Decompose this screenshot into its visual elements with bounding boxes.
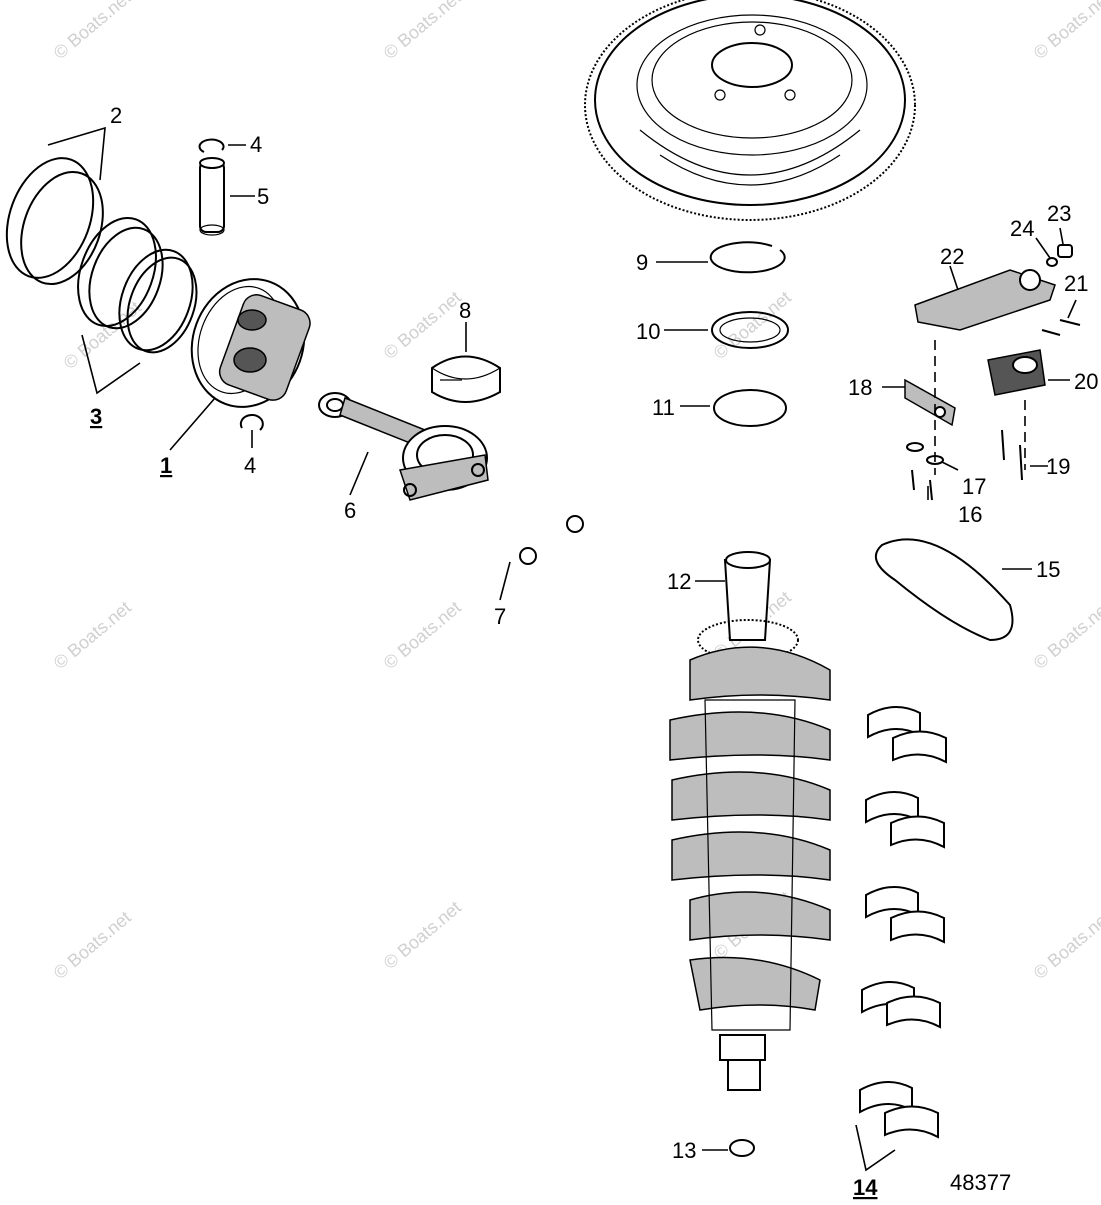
main-bearing-2[interactable]	[865, 791, 945, 849]
drive-belt[interactable]	[874, 538, 1014, 642]
callout-18: 18	[848, 375, 872, 400]
callout-5: 5	[257, 184, 269, 209]
callout-21: 21	[1064, 271, 1088, 296]
fitting-23[interactable]	[1057, 244, 1073, 258]
callout-6: 6	[344, 498, 356, 523]
rear-main-seal[interactable]	[711, 311, 789, 349]
leader-lines	[47, 126, 1077, 1172]
watermark: © Boats.net	[1030, 597, 1101, 673]
callout-17: 17	[962, 474, 986, 499]
callout-15: 15	[1036, 557, 1060, 582]
bolt-21[interactable]	[1041, 319, 1081, 336]
connecting-rod[interactable]	[318, 392, 489, 501]
bolt-19[interactable]	[1001, 429, 1023, 481]
main-bearing-5[interactable]	[859, 1081, 939, 1139]
callout-12: 12	[667, 569, 691, 594]
callout-13: 13	[672, 1138, 696, 1163]
watermark: © Boats.net	[380, 0, 465, 63]
gear-20[interactable]	[987, 349, 1046, 396]
watermark: © Boats.net	[50, 597, 135, 673]
callout-9: 9	[636, 250, 648, 275]
watermark: © Boats.net	[380, 897, 465, 973]
callout-14: 14	[853, 1175, 878, 1200]
callout-11: 11	[652, 395, 675, 420]
callout-23: 23	[1047, 201, 1071, 226]
rod-bolt-1[interactable]	[542, 502, 584, 533]
watermark: © Boats.net	[60, 297, 145, 373]
plate-18[interactable]	[904, 378, 956, 427]
washer-24[interactable]	[1046, 257, 1058, 267]
o-ring-13[interactable]	[729, 1139, 755, 1157]
callout-22: 22	[940, 244, 964, 269]
watermark: © Boats.net	[380, 287, 465, 363]
balance-housing-22[interactable]	[914, 269, 1056, 331]
watermark: © Boats.net	[1030, 907, 1101, 983]
seal-ring-9[interactable]	[709, 241, 786, 274]
callout-10: 10	[636, 319, 660, 344]
piston[interactable]	[174, 263, 322, 423]
figure-number: 48377	[950, 1170, 1011, 1195]
callout-labels: 1 2 3 4 4 5 6 7 8 9 10 11 12 13 14 15 16…	[90, 103, 1098, 1200]
pin-retainer-upper[interactable]	[198, 138, 225, 153]
callout-20: 20	[1074, 369, 1098, 394]
washer-17[interactable]	[906, 442, 944, 465]
callout-4a: 4	[250, 132, 262, 157]
callout-3: 3	[90, 404, 102, 429]
watermark: © Boats.net	[50, 0, 135, 63]
main-bearing-1[interactable]	[867, 706, 947, 764]
watermark: © Boats.net	[1030, 0, 1101, 63]
watermark: © Boats.net	[380, 597, 465, 673]
rod-bolt-2[interactable]	[494, 535, 537, 565]
callout-19: 19	[1046, 454, 1070, 479]
callout-16: 16	[958, 502, 982, 527]
o-ring-11[interactable]	[713, 389, 787, 427]
main-bearing-3[interactable]	[865, 886, 945, 944]
piston-pin[interactable]	[199, 157, 225, 236]
crankshaft[interactable]	[669, 551, 831, 1091]
callout-1: 1	[160, 453, 172, 478]
callout-2: 2	[110, 103, 122, 128]
piston-rings[interactable]	[0, 146, 209, 362]
callout-7: 7	[494, 604, 506, 629]
flywheel[interactable]	[584, 0, 916, 221]
callout-24: 24	[1010, 216, 1034, 241]
pin-retainer-lower[interactable]	[239, 414, 264, 431]
bolt-16[interactable]	[911, 469, 933, 501]
callout-4b: 4	[244, 453, 256, 478]
main-bearing-4[interactable]	[861, 981, 941, 1029]
rod-bearing[interactable]	[431, 355, 501, 403]
watermark: © Boats.net	[50, 907, 135, 983]
callout-8: 8	[459, 298, 471, 323]
